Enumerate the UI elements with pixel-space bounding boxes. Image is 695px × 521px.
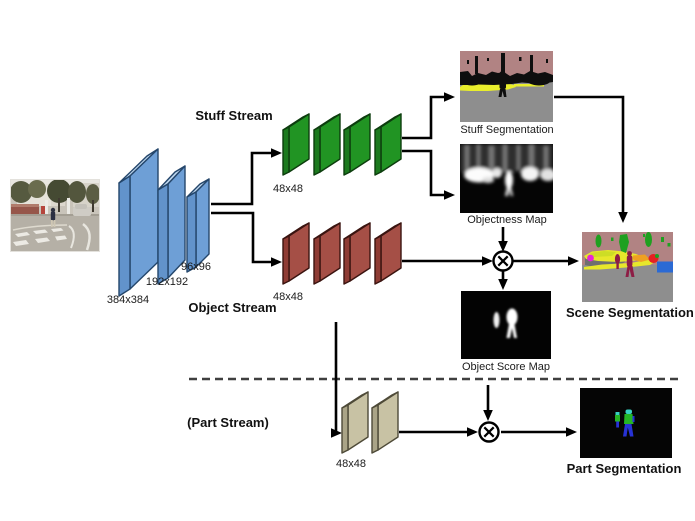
part-segmentation-caption: Part Segmentation <box>566 461 682 476</box>
shared-stream-layer-3 <box>186 178 210 273</box>
part-stream-blocks <box>341 391 399 454</box>
stuff-segmentation-caption: Stuff Segmentation <box>460 124 554 136</box>
arrow-multiply-to-partseg <box>501 427 577 437</box>
input-resolution-label: 384x384 <box>106 294 150 306</box>
shared-stream-layer-2 <box>157 165 186 285</box>
scene-segmentation-image <box>582 232 673 302</box>
photo-pedestrian <box>50 211 56 221</box>
mid-resolution-label: 192x192 <box>145 276 189 288</box>
arrow-part-to-multiply <box>399 427 478 437</box>
arrow-stuff-to-stuffseg <box>402 92 455 140</box>
stuff-stream-layer-4 <box>374 113 402 176</box>
stuff-stream-label: Stuff Stream <box>195 108 273 123</box>
arrow-objectness-to-multiply <box>498 227 508 252</box>
small-resolution-label: 96x96 <box>181 261 211 273</box>
stuff-stream-layer-1 <box>282 113 310 176</box>
stuff-stream-layer-3 <box>343 113 371 176</box>
arrow-stuff-to-objectness <box>402 149 455 200</box>
part-figure-small <box>615 412 620 428</box>
part-stream-layer-2 <box>371 391 399 454</box>
arrow-object-to-multiply <box>402 256 493 266</box>
object-stream-layer-3 <box>343 222 371 285</box>
part-stream-layer-1 <box>341 391 369 454</box>
arrow-shared-to-stuff <box>211 148 282 206</box>
object-stream-blocks <box>282 222 402 285</box>
arrow-multiply-to-sceneseg <box>513 256 579 266</box>
object-stream-layer-2 <box>313 222 341 285</box>
objectness-map-caption: Objectness Map <box>467 214 547 226</box>
arrow-scoremap-to-multiply <box>483 385 493 421</box>
stuff-stream-layer-2 <box>313 113 341 176</box>
shared-stream-layer-1 <box>118 148 159 297</box>
scene-person-blobs <box>614 251 635 277</box>
object-stream-layer-1 <box>282 222 310 285</box>
multiply-icon-part <box>478 421 500 443</box>
object-stream-label: Object Stream <box>188 300 277 315</box>
scene-segmentation-caption: Scene Segmentation <box>566 305 694 320</box>
object-resolution-label: 48x48 <box>273 291 303 303</box>
object-score-map-image <box>461 291 551 359</box>
shared-stream-blocks <box>118 148 210 297</box>
stuff-resolution-label: 48x48 <box>273 183 303 195</box>
part-resolution-label: 48x48 <box>336 458 366 470</box>
object-score-map-caption: Object Score Map <box>461 361 551 373</box>
input-photo <box>11 180 99 251</box>
arrow-stuffseg-to-sceneseg <box>554 95 628 223</box>
part-stream-label: (Part Stream) <box>187 415 269 430</box>
objectness-map-image <box>460 144 553 213</box>
arrow-object-to-part <box>331 322 342 438</box>
part-figure-large <box>623 409 635 437</box>
object-stream-layer-4 <box>374 222 402 285</box>
multiply-icon-scene <box>492 250 514 272</box>
stuff-segmentation-image <box>460 51 553 122</box>
part-segmentation-image <box>580 388 672 458</box>
photo-car <box>73 207 91 216</box>
arrow-multiply-to-scoremap <box>498 271 508 290</box>
arrow-shared-to-object <box>211 211 282 267</box>
scene-tree-blobs <box>595 232 671 258</box>
stuff-stream-blocks <box>282 113 402 176</box>
